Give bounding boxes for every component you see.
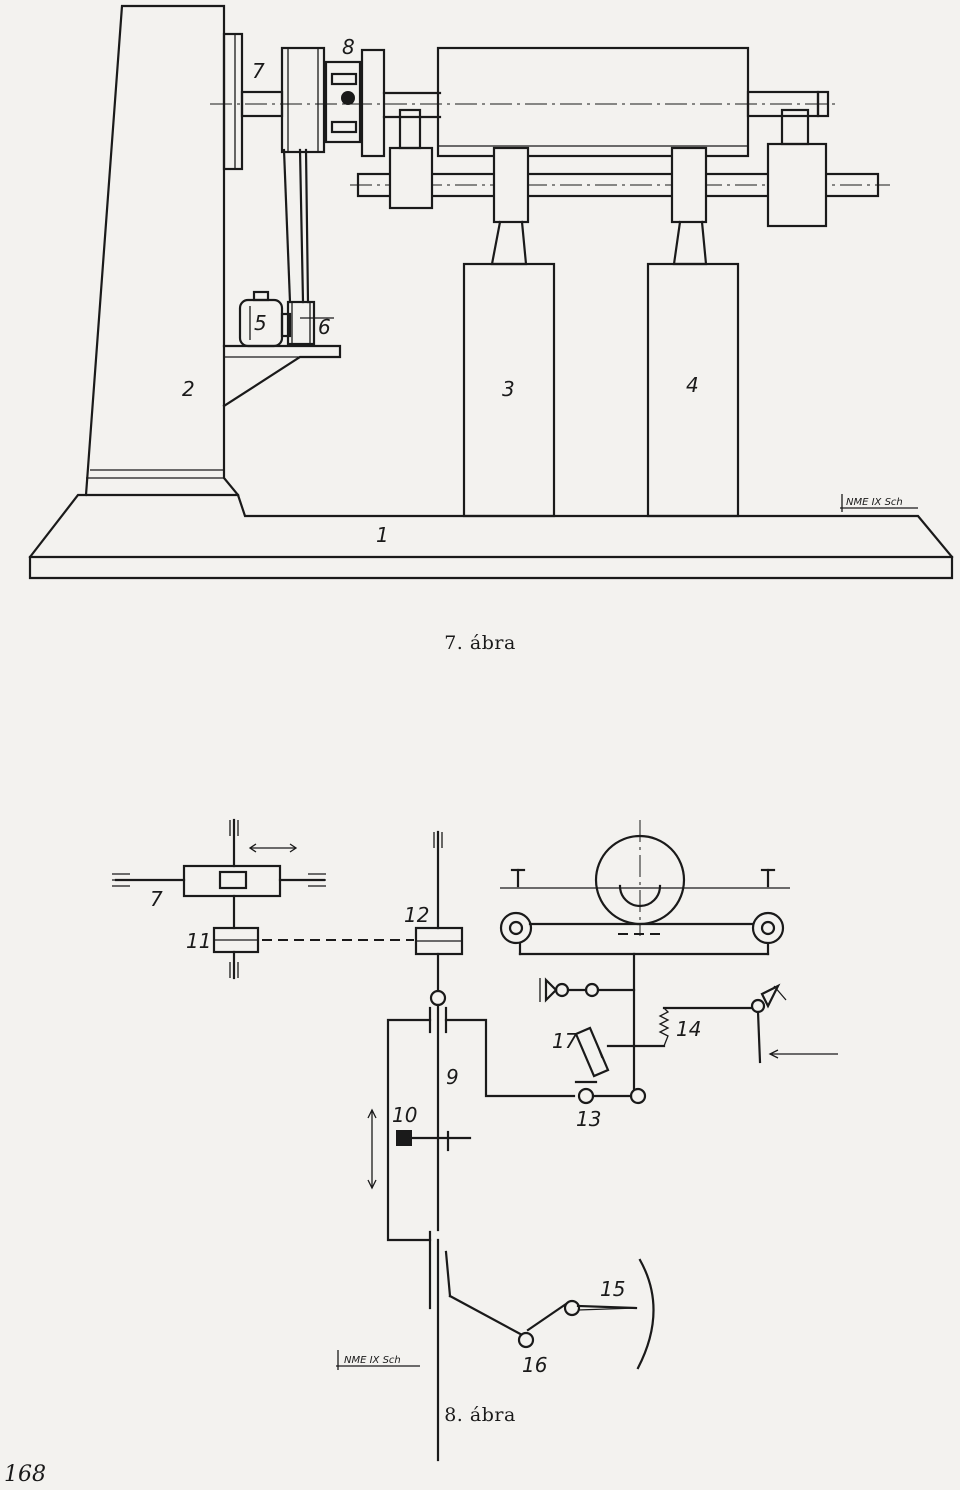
label-2: 2 xyxy=(182,377,195,401)
lever-16 xyxy=(444,1250,655,1370)
bearing-block-left xyxy=(388,108,434,210)
right-lever xyxy=(750,983,838,1064)
figure-8-caption: 8. ábra xyxy=(444,1404,516,1426)
label-14: 14 xyxy=(676,1017,701,1041)
label-7: 7 xyxy=(252,59,265,83)
label-1: 1 xyxy=(376,523,389,547)
drive-belt xyxy=(282,148,310,304)
stamp-text: NME IX Sch xyxy=(846,497,903,508)
roll xyxy=(436,46,830,158)
pedestal-3 xyxy=(462,262,556,518)
label-7: 7 xyxy=(150,887,163,911)
pedestal-4 xyxy=(646,262,740,518)
label-5: 5 xyxy=(254,311,267,335)
clutch-group-left xyxy=(112,818,326,980)
label-8: 8 xyxy=(342,35,355,59)
base-plate xyxy=(28,493,954,580)
clutch xyxy=(324,48,386,158)
main-shaft xyxy=(414,830,464,1462)
label-13: 13 xyxy=(576,1107,601,1131)
label-10: 10 xyxy=(392,1103,417,1127)
label-6: 6 xyxy=(318,315,331,339)
stamp-text: NME IX Sch xyxy=(344,1355,401,1366)
drawing-stamp: NME IX Sch xyxy=(336,1350,420,1370)
figure-8-drawing: 7 9 10 11 12 13 14 15 16 17 NME IX Sch xyxy=(112,818,838,1462)
page-number: 168 xyxy=(4,1462,46,1487)
motor-bracket xyxy=(222,344,342,408)
label-16: 16 xyxy=(522,1353,547,1377)
linkage xyxy=(539,952,647,1105)
shaft-frame xyxy=(386,1006,576,1310)
figure-7-drawing: 1 2 3 4 5 6 7 8 NME IX Sch xyxy=(28,4,954,580)
bearing-block-right xyxy=(766,108,828,228)
label-15: 15 xyxy=(600,1277,625,1301)
upper-shaft xyxy=(210,90,840,119)
label-17: 17 xyxy=(552,1029,578,1053)
machine-column xyxy=(84,4,244,497)
large-pulley xyxy=(280,46,326,154)
label-9: 9 xyxy=(446,1065,459,1089)
figure-7-caption: 7. ábra xyxy=(444,632,516,654)
label-4: 4 xyxy=(686,373,699,397)
small-pulley xyxy=(286,300,334,346)
element-10 xyxy=(367,1108,472,1190)
label-3: 3 xyxy=(502,377,515,401)
bearing-block-right-inner xyxy=(670,146,708,266)
spring-14 xyxy=(632,1006,754,1048)
figure-7: 1 2 3 4 5 6 7 8 NME IX Sch xyxy=(0,0,960,600)
element-17 xyxy=(574,1026,636,1078)
label-12: 12 xyxy=(404,903,429,927)
motor xyxy=(238,290,292,348)
label-11: 11 xyxy=(186,929,211,953)
figure-8: 7 9 10 11 12 13 14 15 16 17 NME IX Sch xyxy=(0,800,960,1480)
bearing-block-middle xyxy=(490,146,530,266)
roll-assembly xyxy=(499,820,790,956)
drawing-stamp: NME IX Sch xyxy=(840,494,918,512)
